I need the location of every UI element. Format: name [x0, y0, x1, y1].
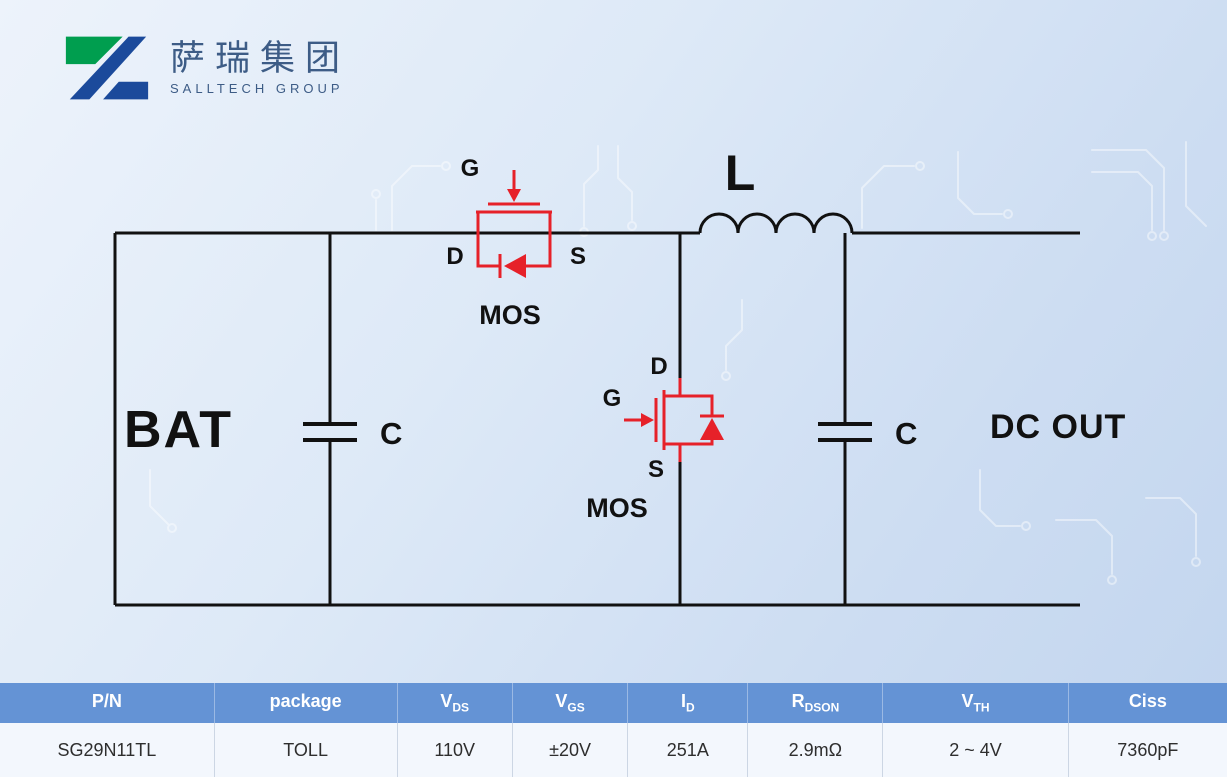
table-header-row: P/N package VDS VGS ID RDSON VTH Ciss — [0, 683, 1227, 723]
logo-green-shape — [65, 36, 123, 65]
cap-right-label: C — [895, 416, 917, 451]
header-package-text: package — [269, 691, 342, 712]
logo-chinese-name: 萨瑞集团 — [170, 38, 351, 79]
header-vgs-sub: GS — [567, 700, 585, 715]
bat-label: BAT — [124, 401, 233, 459]
cell-ciss: 7360pF — [1068, 723, 1227, 777]
dc-out-label: DC OUT — [990, 408, 1126, 446]
header-id-sub: D — [685, 700, 695, 715]
header-vgs: VGS — [512, 683, 629, 723]
mos-top-diode-triangle-icon — [504, 254, 526, 278]
header-pn-text: P/N — [91, 691, 122, 712]
header-pn: P/N — [0, 683, 215, 723]
cell-package: TOLL — [214, 723, 398, 777]
mos-bottom-source-label: S — [648, 456, 664, 483]
mos-bottom-channel-stubs — [664, 394, 680, 446]
inductor-label: L — [725, 145, 756, 201]
header-package: package — [214, 683, 398, 723]
cap-left-label: C — [380, 416, 402, 451]
cap-right-plates — [818, 422, 872, 442]
mos-top-gate-label: G — [461, 155, 480, 182]
mos-bottom-body-diode-loop — [680, 394, 714, 446]
header-id-text: I — [680, 691, 686, 712]
cell-vth: 2 ~ 4V — [883, 723, 1069, 777]
cell-vds: 110V — [397, 723, 513, 777]
mos-top-label: MOS — [479, 300, 541, 330]
logo-blue-slash — [69, 36, 147, 100]
header-vds-sub: DS — [452, 700, 470, 715]
circuit-diagram: BAT C C L DC OUT G D S MOS D G S MOS — [113, 141, 1207, 607]
header-ciss: Ciss — [1068, 683, 1227, 723]
header-ciss-text: Ciss — [1128, 691, 1167, 712]
circuit-wires — [113, 212, 1080, 607]
header-vds-text: V — [440, 691, 453, 712]
mos-bottom-gate-label: G — [603, 385, 622, 412]
logo: 萨瑞集团 SALLTECH GROUP — [60, 32, 350, 104]
mos-top-source-label: S — [570, 243, 586, 270]
header-vth-text: V — [961, 691, 974, 712]
mos-bottom-drain-label: D — [650, 353, 667, 380]
header-id: ID — [628, 683, 749, 723]
low-side-mosfet-symbol — [624, 378, 724, 462]
circuit-labels: BAT C C L DC OUT G D S MOS D G S MOS — [124, 145, 1126, 523]
mos-bottom-diode-triangle-icon — [700, 418, 724, 440]
logo-blue-corner — [103, 81, 149, 100]
mos-top-gate-arrow-icon — [507, 189, 521, 202]
header-vth-sub: TH — [973, 700, 990, 715]
inductor-coil — [698, 212, 854, 234]
logo-text: 萨瑞集团 SALLTECH GROUP — [170, 40, 350, 97]
header-rdson-sub: DSON — [804, 700, 840, 715]
header-vgs-text: V — [555, 691, 568, 712]
logo-english-name: SALLTECH GROUP — [170, 81, 344, 97]
spec-table: P/N package VDS VGS ID RDSON VTH Ciss SG… — [0, 683, 1227, 777]
cell-vgs: ±20V — [512, 723, 629, 777]
salltech-logo-icon — [65, 36, 149, 100]
cell-id: 251A — [628, 723, 749, 777]
cap-left-plates — [303, 422, 357, 442]
mos-top-body-diode-loop — [476, 233, 552, 268]
header-rdson: RDSON — [748, 683, 884, 723]
cell-rdson: 2.9mΩ — [748, 723, 884, 777]
header-vds: VDS — [397, 683, 513, 723]
table-data-row: SG29N11TL TOLL 110V ±20V 251A 2.9mΩ 2 ~ … — [0, 723, 1227, 777]
mos-top-drain-label: D — [446, 243, 463, 270]
mos-bottom-label: MOS — [586, 493, 648, 523]
cell-pn: SG29N11TL — [0, 723, 215, 777]
mos-bottom-gate-arrow-icon — [641, 413, 654, 427]
pcb-trace-decoration — [149, 141, 1207, 585]
high-side-mosfet-symbol — [476, 170, 552, 278]
header-vth: VTH — [883, 683, 1069, 723]
header-rdson-text: R — [791, 691, 805, 712]
